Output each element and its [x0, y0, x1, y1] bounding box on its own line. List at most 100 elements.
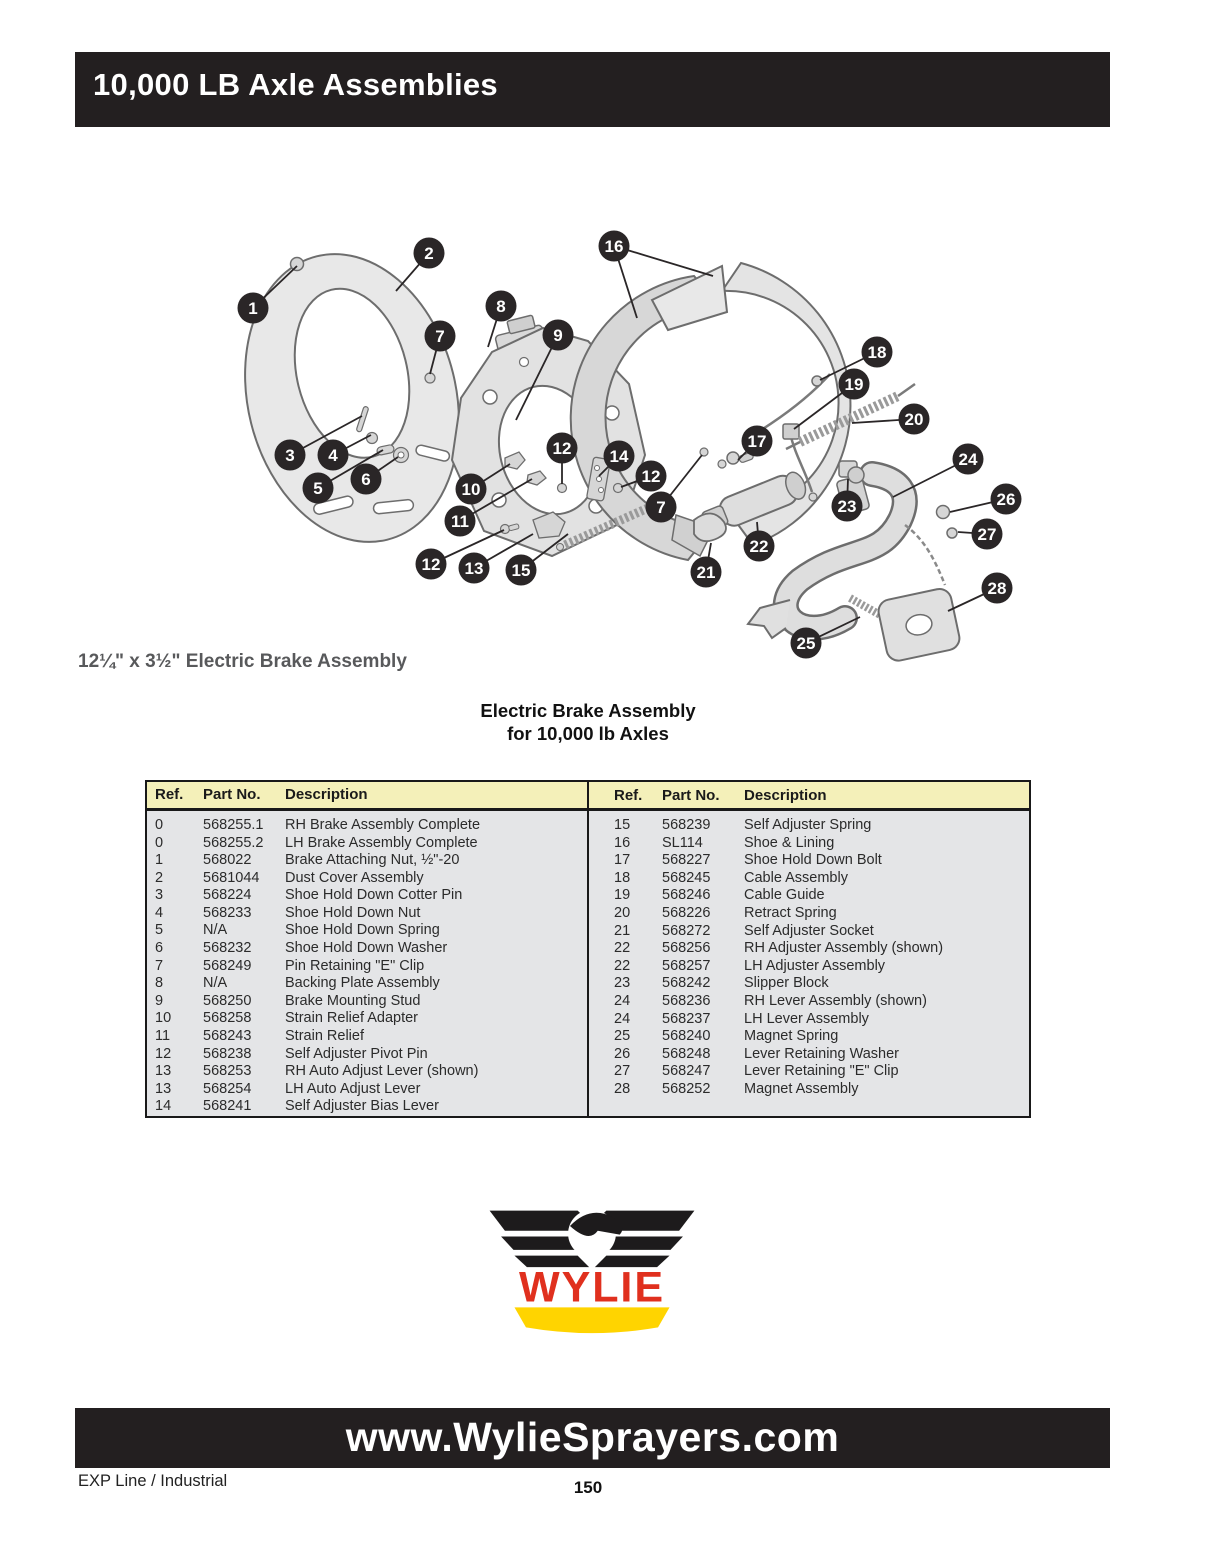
svg-text:23: 23: [838, 497, 857, 516]
callout-8: 8: [485, 290, 517, 348]
magnet-assembly-illustration: [877, 588, 961, 662]
callout-7: 7: [645, 454, 703, 523]
callout-12: 12: [546, 432, 578, 484]
description-cell: Self Adjuster Bias Lever: [285, 1098, 439, 1115]
description-cell: Lever Retaining Washer: [744, 1045, 900, 1062]
part-no-cell: 568252: [662, 1080, 711, 1097]
description-cell: LH Auto Adjust Lever: [285, 1080, 421, 1097]
svg-text:3: 3: [285, 446, 294, 465]
ref-cell: 3: [155, 887, 164, 904]
svg-text:11: 11: [451, 512, 469, 531]
part-no-cell: 568258: [203, 1010, 252, 1027]
callout-26: 26: [949, 483, 1022, 515]
callout-3: 3: [274, 415, 363, 471]
callout-16: 16: [598, 230, 714, 319]
column-header-part-no: Part No.: [203, 786, 261, 804]
description-cell: Slipper Block: [744, 975, 829, 992]
small-hardware-illustration: [499, 447, 709, 539]
part-no-cell: 568245: [662, 869, 711, 886]
svg-text:4: 4: [328, 446, 338, 465]
svg-text:7: 7: [656, 498, 665, 517]
svg-text:12: 12: [422, 555, 441, 574]
ref-cell: 26: [614, 1045, 631, 1062]
column-header-ref: Ref.: [155, 786, 184, 804]
callout-6: 6: [350, 456, 399, 495]
brake-attaching-nut-illustration: [289, 256, 305, 272]
ref-cell: 17: [614, 852, 631, 869]
part-no-cell: 5681044: [203, 869, 260, 886]
description-cell: Brake Attaching Nut, ½"-20: [285, 852, 460, 869]
lever-retaining-washer-illustration: [935, 504, 951, 520]
ref-cell: 1: [155, 852, 164, 869]
ref-cell: 21: [614, 922, 631, 939]
callout-13: 13: [458, 533, 534, 584]
description-cell: LH Brake Assembly Complete: [285, 834, 478, 851]
svg-text:18: 18: [868, 343, 887, 362]
part-no-cell: 568257: [662, 957, 711, 974]
callout-2: 2: [395, 237, 445, 292]
svg-text:8: 8: [496, 297, 505, 316]
dust-cover-illustration: [244, 253, 460, 543]
table-row: 0 568255.2 LH Brake Assembly Complete: [147, 835, 587, 853]
part-no-cell: 568226: [662, 904, 711, 921]
column-header-description: Description: [285, 786, 368, 804]
logo-banner-shape: [514, 1307, 670, 1334]
ref-cell: 24: [614, 992, 631, 1009]
ref-cell: 8: [155, 975, 164, 992]
ref-cell: 27: [614, 1063, 631, 1080]
description-cell: Retract Spring: [744, 904, 837, 921]
description-cell: Shoe Hold Down Spring: [285, 922, 440, 939]
ref-cell: 2: [155, 869, 164, 886]
callout-9: 9: [515, 319, 574, 421]
svg-text:14: 14: [610, 447, 629, 466]
callout-18: 18: [819, 336, 893, 381]
page-title: 10,000 LB Axle Assemblies: [93, 67, 498, 102]
part-no-cell: 568254: [203, 1080, 252, 1097]
part-no-cell: 568224: [203, 887, 252, 904]
part-no-cell: 568233: [203, 904, 252, 921]
description-cell: Cable Guide: [744, 887, 825, 904]
description-cell: Magnet Assembly: [744, 1080, 859, 1097]
part-no-cell: 568236: [662, 992, 711, 1009]
description-cell: Self Adjuster Pivot Pin: [285, 1045, 428, 1062]
svg-text:20: 20: [905, 410, 924, 429]
part-no-cell: 568253: [203, 1063, 252, 1080]
diagram-caption: 12¼" x 3½" Electric Brake Assembly: [78, 651, 407, 672]
part-no-cell: 568255.2: [203, 834, 264, 851]
callout-22: 22: [743, 521, 775, 562]
description-cell: LH Adjuster Assembly: [744, 957, 886, 974]
ref-cell: 22: [614, 940, 631, 957]
page-header-banner: 10,000 LB Axle Assemblies: [75, 52, 1110, 127]
cable-link-illustration: [808, 492, 818, 502]
description-cell: Strain Relief: [285, 1028, 364, 1045]
part-no-cell: 568256: [662, 940, 711, 957]
ref-cell: 6: [155, 940, 164, 957]
lever-assembly-illustration: [746, 461, 947, 641]
svg-text:1: 1: [248, 299, 257, 318]
description-cell: Self Adjuster Socket: [744, 922, 874, 939]
svg-text:19: 19: [845, 375, 864, 394]
part-no-cell: 568240: [662, 1028, 711, 1045]
svg-text:10: 10: [462, 480, 481, 499]
page-number: 150: [573, 1478, 603, 1497]
part-no-cell: 568232: [203, 940, 252, 957]
svg-text:15: 15: [512, 561, 531, 580]
callout-12: 12: [620, 460, 667, 492]
callout-7: 7: [424, 320, 456, 375]
column-header-part-no: Part No.: [662, 786, 720, 804]
ref-cell: 0: [155, 834, 164, 851]
ref-cell: 15: [614, 817, 631, 833]
